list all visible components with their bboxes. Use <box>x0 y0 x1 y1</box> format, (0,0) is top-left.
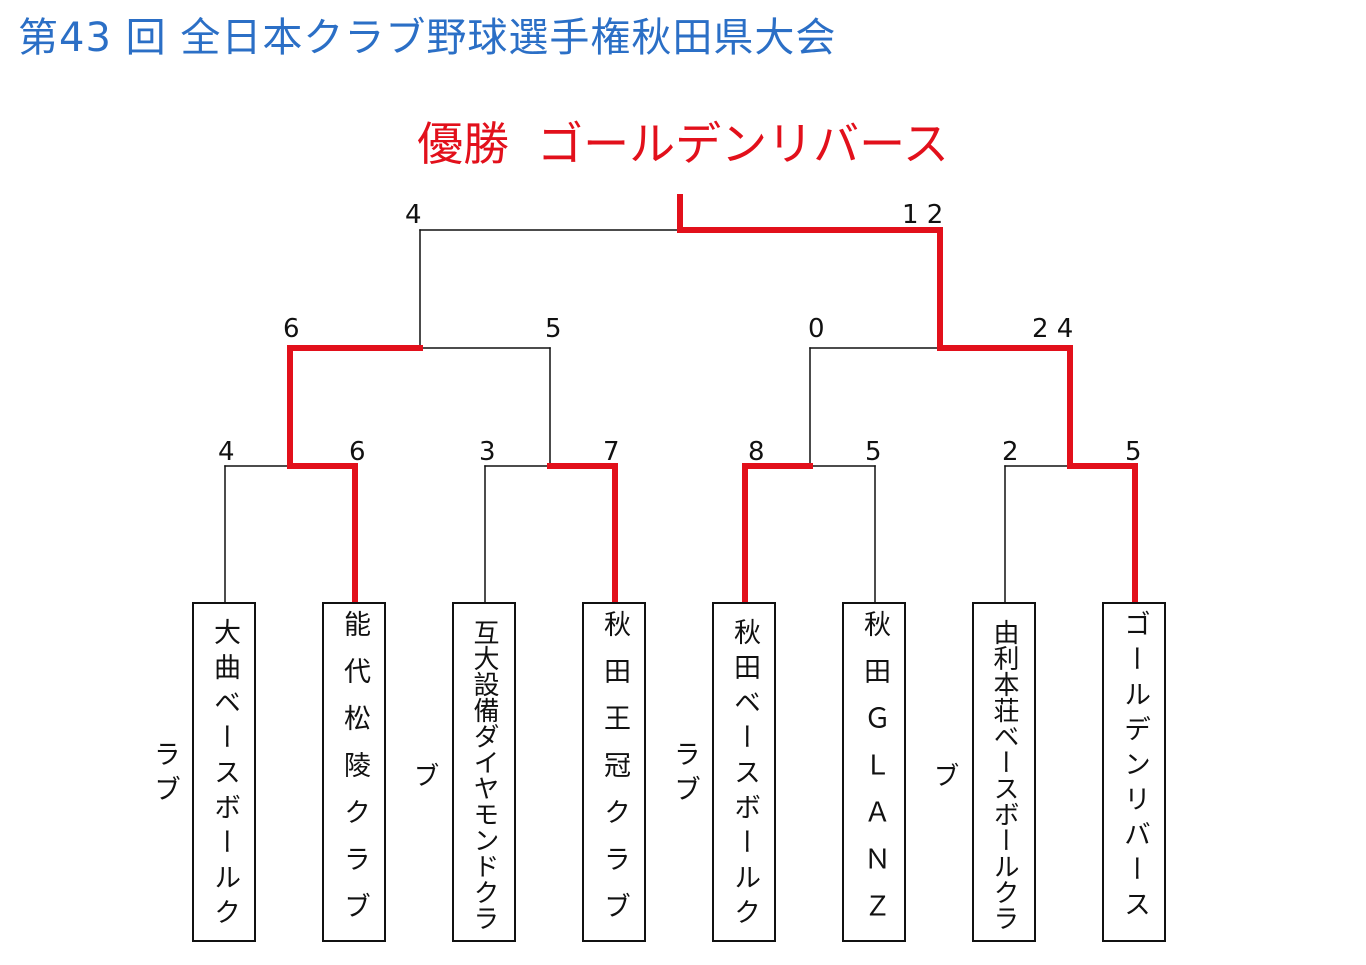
team-name: 秋田ベースボールクラブ <box>669 617 760 933</box>
team-box-5: 秋田ベースボールクラブ <box>669 602 776 942</box>
score-r1-m2-left: 3 <box>479 437 496 467</box>
team-box-3: 互大設備ダイヤモンドクラブ <box>409 602 516 942</box>
team-name: 互大設備ダイヤモンドクラブ <box>409 619 499 931</box>
team-box-8: ゴールデンリバース <box>1102 602 1166 942</box>
team-name: 秋田王冠クラブ <box>599 610 630 939</box>
score-r1-m3-left: 8 <box>748 437 765 467</box>
team-name: ゴールデンリバース <box>1119 610 1150 925</box>
champion-team: ゴールデンリバース <box>537 117 949 171</box>
score-final-left: 4 <box>405 200 422 230</box>
score-r1-m1-right: 6 <box>349 437 366 467</box>
team-name: 大曲ベースボールクラブ <box>149 617 240 933</box>
team-name: 由利本荘ベースボールクラブ <box>929 619 1019 931</box>
score-r1-m1-left: 4 <box>218 437 235 467</box>
score-r1-m3-right: 5 <box>865 437 882 467</box>
team-box-6: 秋田ＧＬＡＮＺ <box>842 602 906 942</box>
page-title: 第43 回 全日本クラブ野球選手権秋田県大会 <box>18 15 837 61</box>
score-final-right: 1 2 <box>902 200 944 230</box>
champion-banner: 優勝ゴールデンリバース <box>0 112 1366 176</box>
team-box-2: 能代松陵クラブ <box>322 602 386 942</box>
score-semi-1-right: 5 <box>545 314 562 344</box>
team-box-4: 秋田王冠クラブ <box>582 602 646 942</box>
score-r1-m2-right: 7 <box>603 437 620 467</box>
champion-label: 優勝 <box>417 117 510 171</box>
score-semi-2-right: 2 4 <box>1032 314 1074 344</box>
team-name: 秋田ＧＬＡＮＺ <box>859 610 890 939</box>
score-r1-m4-left: 2 <box>1002 437 1019 467</box>
team-box-1: 大曲ベースボールクラブ <box>149 602 256 942</box>
team-box-7: 由利本荘ベースボールクラブ <box>929 602 1036 942</box>
team-name: 能代松陵クラブ <box>339 610 370 939</box>
score-semi-2-left: 0 <box>808 314 825 344</box>
score-semi-1-left: 6 <box>283 314 300 344</box>
score-r1-m4-right: 5 <box>1125 437 1142 467</box>
